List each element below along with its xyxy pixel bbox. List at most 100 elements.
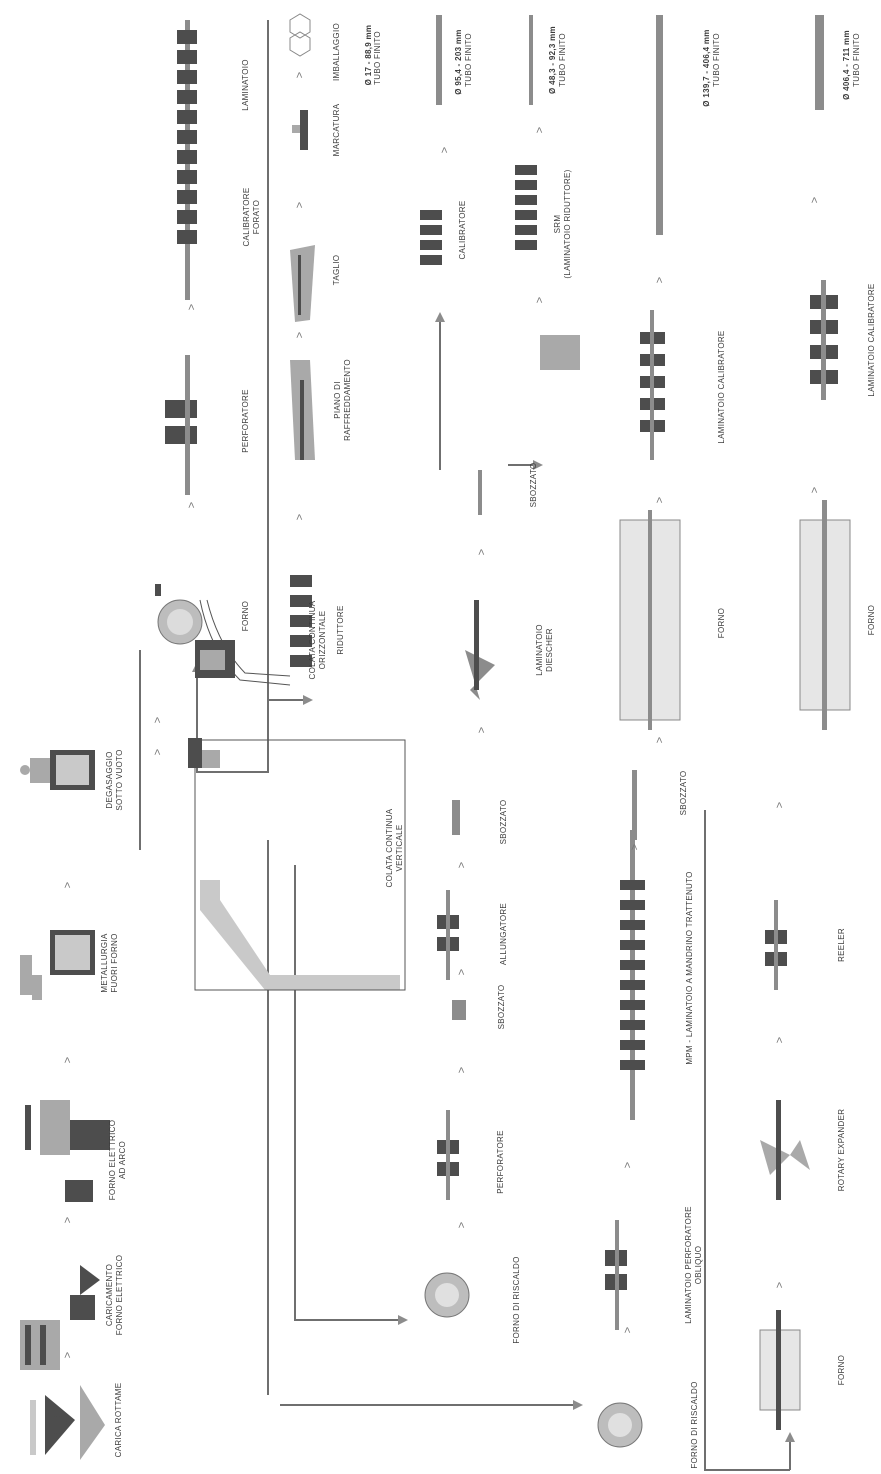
flow-arrow: > [456, 1067, 468, 1073]
flow-arrow: > [774, 802, 786, 808]
label-forno-di-riscaldo-3: FORNO DI RISCALDO [690, 1381, 700, 1468]
tubo-finito-bar-3 [529, 15, 533, 105]
metallurgia-equipment [20, 930, 95, 1000]
label-reeler: REELER [837, 928, 847, 962]
degasaggio-equipment [20, 750, 95, 790]
label-allungatore: ALLUNGATORE [499, 903, 509, 965]
flow-arrow: > [534, 297, 546, 303]
flow-arrow: > [294, 332, 306, 338]
flow-arrow: > [439, 147, 451, 153]
sbozzato-3 [452, 800, 460, 835]
caricamento-equipment [20, 1265, 100, 1370]
sbozzato-stack [540, 335, 580, 370]
label-taglio: TAGLIO [332, 255, 342, 286]
label-rotary-expander: ROTARY EXPANDER [837, 1109, 847, 1192]
flow-arrow: > [456, 862, 468, 868]
flow-arrow: > [152, 749, 164, 755]
flow-arrow: > [622, 1327, 634, 1333]
label-degasaggio: DEGASAGGIO SOTTO VUOTO [105, 749, 125, 810]
imballaggio-equipment [290, 14, 310, 56]
label-forno-top: FORNO [241, 601, 251, 631]
colata-verticale-equipment [188, 738, 405, 990]
flow-arrow: > [629, 844, 641, 850]
label-srm: SRM (LAMINATOIO RIDUTTORE) [553, 169, 573, 278]
tubo-finito-bar-4 [656, 15, 663, 235]
allungatore-equipment [437, 890, 459, 980]
laminatoio-calibratore-3-equipment [640, 310, 665, 460]
flow-arrow: > [654, 277, 666, 283]
label-sbozzato-2: SBOZZATO [497, 985, 507, 1030]
piano-raffreddamento-equipment [290, 360, 315, 460]
label-imballaggio: IMBALLAGGIO [332, 23, 342, 81]
label-marcatura: MARCATURA [332, 104, 342, 157]
laminatoio-diescher-equipment [465, 600, 495, 700]
flow-arrow: > [62, 882, 74, 888]
tubo-finito-bar-5 [815, 15, 824, 110]
laminatoio-perforatore-obliquo-equipment [605, 1220, 627, 1330]
forno-5-equipment [800, 500, 850, 730]
label-piano-raffreddamento: PIANO DI RAFFREDDAMENTO [333, 359, 353, 441]
label-tubo-1-finito: TUBO FINITO [373, 31, 383, 85]
sbozzato-4 [632, 770, 637, 840]
label-perforatore-2: PERFORATORE [496, 1130, 506, 1193]
label-laminatoio-calibratore-3: LAMINATOIO CALIBRATORE [717, 330, 727, 443]
flow-arrow: > [294, 514, 306, 520]
label-caricamento: CARICAMENTO FORNO ELETTRICO [105, 1255, 125, 1336]
label-tubo-4-finito: TUBO FINITO [712, 33, 722, 87]
marcatura-equipment [292, 110, 308, 150]
sbozzato-bar-1 [478, 470, 482, 515]
flow-arrow: > [62, 1057, 74, 1063]
label-tubo-5-finito: TUBO FINITO [852, 33, 862, 87]
label-forno-5: FORNO [867, 605, 877, 635]
label-riduttore: RIDUTTORE [336, 605, 346, 654]
flow-arrow: > [622, 1162, 634, 1168]
label-laminatoio-perforatore-obliquo: LAMINATOIO PERFORATORE OBLIQUO [684, 1206, 704, 1324]
label-perforatore-top: PERFORATORE [241, 389, 251, 452]
flow-arrow: > [456, 1222, 468, 1228]
flow-arrow: > [294, 72, 306, 78]
flow-arrow: > [62, 1352, 74, 1358]
flow-arrow: > [654, 497, 666, 503]
label-tubo-4-size: Ø 139,7 - 406,4 mm [702, 29, 712, 106]
carica-rottame-equipment [30, 1385, 105, 1460]
flow-arrow: > [456, 969, 468, 975]
label-calibratore-forato: CALIBRATORE FORATO [242, 187, 262, 246]
flow-arrow: > [62, 1217, 74, 1223]
flow-arrow: > [774, 1037, 786, 1043]
label-laminatoio-top: LAMINATOIO [241, 59, 251, 111]
tubo-finito-bar-2 [436, 15, 442, 105]
label-forno-di-riscaldo-2: FORNO DI RISCALDO [512, 1256, 522, 1343]
taglio-equipment [290, 245, 315, 322]
reeler-equipment [765, 900, 787, 990]
label-sbozzato-4: SBOZZATO [679, 771, 689, 816]
forno-di-riscaldo-2-equipment [425, 1273, 469, 1317]
label-calibratore: CALIBRATORE [458, 200, 468, 259]
label-mpm: MPM - LAMINATOIO A MANDRINO TRATTENUTO [685, 871, 695, 1064]
flow-arrow: > [186, 502, 198, 508]
label-forno-elettrico: FORNO ELETTRICO AD ARCO [108, 1120, 128, 1201]
label-metallurgia: METALLURGIA FUORI FORNO [100, 933, 120, 992]
forno-top-equipment [155, 584, 202, 644]
label-colata-orizzontale: COLATA CONTINUA ORIZZONTALE [308, 601, 328, 680]
flow-arrow: > [186, 304, 198, 310]
label-laminatoio-diescher: LAMINATOIO DIESCHER [535, 624, 555, 676]
label-forno-4: FORNO [837, 1355, 847, 1385]
forno-4-equipment [760, 1310, 800, 1430]
forno-di-riscaldo-3-equipment [598, 1403, 642, 1447]
flow-arrow: > [809, 197, 821, 203]
label-tubo-3-size: Ø 48,3 - 92,3 mm [548, 26, 558, 94]
flow-arrow: > [476, 549, 488, 555]
mpm-equipment [620, 830, 645, 1120]
flow-arrow: > [654, 737, 666, 743]
flow-arrow: > [809, 487, 821, 493]
label-tubo-3-finito: TUBO FINITO [558, 33, 568, 87]
calibratore-forato-equipment [177, 20, 197, 300]
perforatore-top-equipment [165, 355, 197, 495]
label-sbozzato-3: SBOZZATO [499, 800, 509, 845]
flow-arrow: > [152, 717, 164, 723]
forno-3-equipment [620, 510, 680, 730]
perforatore-2-equipment [437, 1110, 459, 1200]
label-carica-rottame: CARICA ROTTAME [114, 1383, 124, 1458]
flow-arrow: > [476, 727, 488, 733]
